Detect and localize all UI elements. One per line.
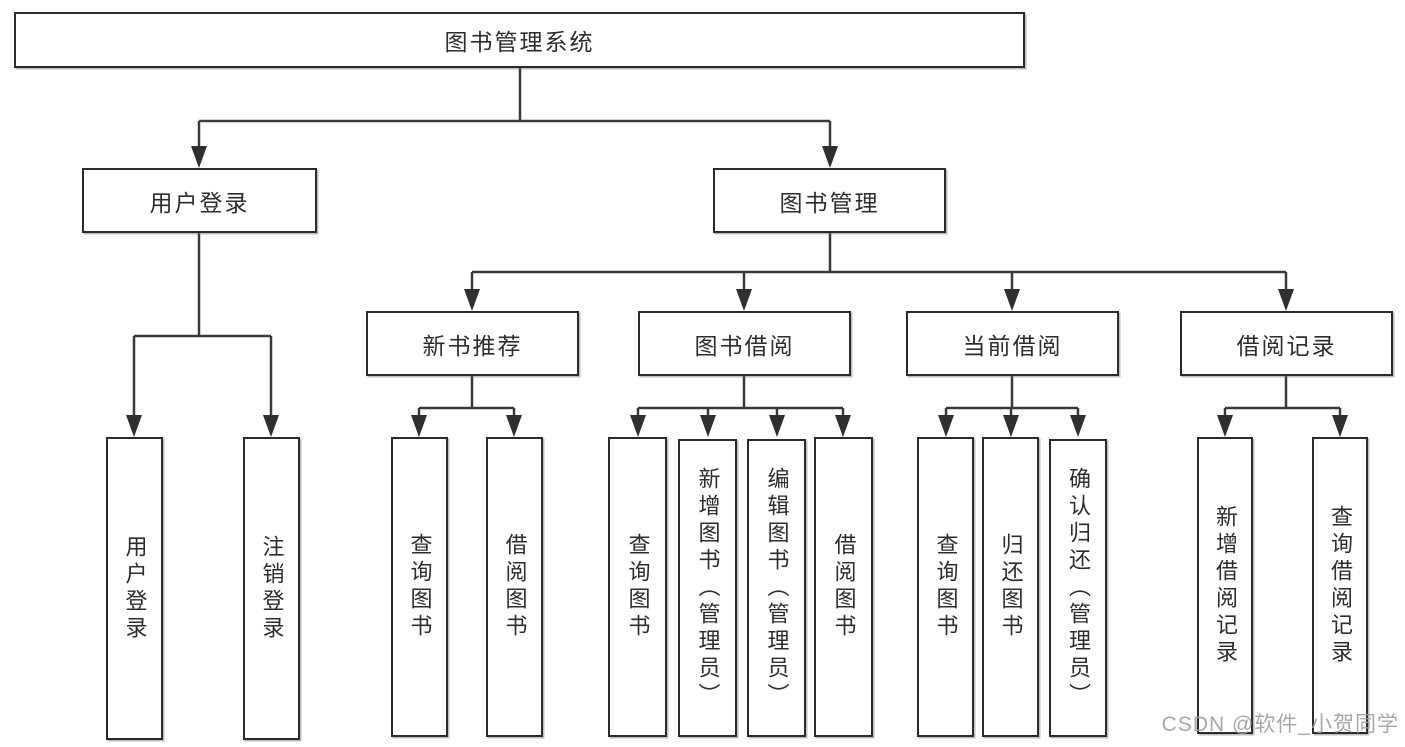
- arrowhead-borrow-leaf1: [630, 415, 646, 437]
- leaf-recommend-query-books: 查询图书: [391, 437, 448, 737]
- leaf-recommend-query-books-label: 查询图书: [407, 533, 433, 641]
- leaf-add-borrow-record: 新增借阅记录: [1197, 437, 1253, 734]
- node-user-login: 用户登录: [82, 168, 317, 233]
- leaf-query-borrow-record: 查询借阅记录: [1312, 437, 1368, 734]
- arrowhead-current-borrow: [1004, 289, 1020, 311]
- arrowhead-borrow-leaf2: [700, 415, 716, 437]
- arrowhead-current-leaf3: [1070, 415, 1086, 437]
- leaf-confirm-return-admin-label: 确认归还（管理员）: [1066, 466, 1091, 710]
- arrowhead-leaf-user-login: [126, 415, 142, 437]
- arrowhead-current-leaf2: [1003, 415, 1019, 437]
- leaf-borrow-books-label: 借阅图书: [831, 533, 857, 641]
- arrowhead-borrow-records: [1278, 289, 1294, 311]
- node-current-borrow: 当前借阅: [906, 311, 1119, 376]
- node-borrow-records: 借阅记录: [1180, 311, 1393, 376]
- leaf-logout-label: 注销登录: [259, 534, 285, 643]
- node-root-label: 图书管理系统: [444, 29, 595, 55]
- node-book-borrow-label: 图书借阅: [694, 332, 795, 359]
- arrowhead-recommend-leaf1: [411, 415, 427, 437]
- node-root: 图书管理系统: [14, 12, 1025, 68]
- arrowhead-borrow-leaf3: [769, 415, 785, 437]
- arrowhead-leaf-logout: [263, 415, 279, 437]
- node-book-management-label: 图书管理: [779, 189, 880, 216]
- leaf-edit-books-admin-label: 编辑图书（管理员）: [764, 466, 790, 710]
- leaf-add-books-admin-label: 新增图书（管理员）: [695, 466, 721, 710]
- leaf-confirm-return-admin: 确认归还（管理员）: [1049, 439, 1107, 737]
- leaf-add-borrow-record-label: 新增借阅记录: [1213, 504, 1238, 667]
- arrowhead-borrow-leaf4: [835, 415, 851, 437]
- leaf-add-books-admin: 新增图书（管理员）: [678, 439, 737, 737]
- arrowhead-new-book-recommend: [464, 289, 480, 311]
- leaf-user-login: 用户登录: [106, 437, 163, 740]
- node-book-management: 图书管理: [713, 168, 946, 233]
- leaf-recommend-borrow-books: 借阅图书: [486, 437, 543, 737]
- leaf-query-borrow-record-label: 查询借阅记录: [1328, 504, 1353, 667]
- node-current-borrow-label: 当前借阅: [962, 332, 1063, 359]
- arrowhead-book-management: [822, 146, 838, 168]
- node-book-borrow: 图书借阅: [638, 311, 851, 376]
- leaf-user-login-label: 用户登录: [122, 534, 148, 643]
- csdn-watermark: CSDN @软件_小贺同学: [1161, 713, 1399, 736]
- leaf-borrow-query-books: 查询图书: [608, 437, 667, 737]
- leaf-borrow-query-books-label: 查询图书: [625, 533, 651, 641]
- leaf-recommend-borrow-books-label: 借阅图书: [502, 533, 528, 641]
- arrowhead-records-leaf2: [1332, 415, 1348, 437]
- node-new-book-recommend: 新书推荐: [366, 311, 579, 376]
- leaf-return-books-label: 归还图书: [998, 533, 1024, 641]
- leaf-borrow-books: 借阅图书: [814, 437, 873, 737]
- arrowhead-recommend-leaf2: [506, 415, 522, 437]
- leaf-edit-books-admin: 编辑图书（管理员）: [747, 439, 806, 737]
- arrowhead-user-login: [191, 146, 207, 168]
- node-new-book-recommend-label: 新书推荐: [422, 332, 523, 359]
- leaf-return-books: 归还图书: [982, 437, 1039, 737]
- leaf-current-query-books: 查询图书: [917, 437, 974, 737]
- arrowhead-current-leaf1: [938, 415, 954, 437]
- node-user-login-label: 用户登录: [149, 189, 250, 216]
- leaf-logout: 注销登录: [243, 437, 300, 740]
- arrowhead-records-leaf1: [1217, 415, 1233, 437]
- arrowhead-book-borrow: [736, 289, 752, 311]
- leaf-current-query-books-label: 查询图书: [933, 533, 959, 641]
- node-borrow-records-label: 借阅记录: [1236, 332, 1337, 359]
